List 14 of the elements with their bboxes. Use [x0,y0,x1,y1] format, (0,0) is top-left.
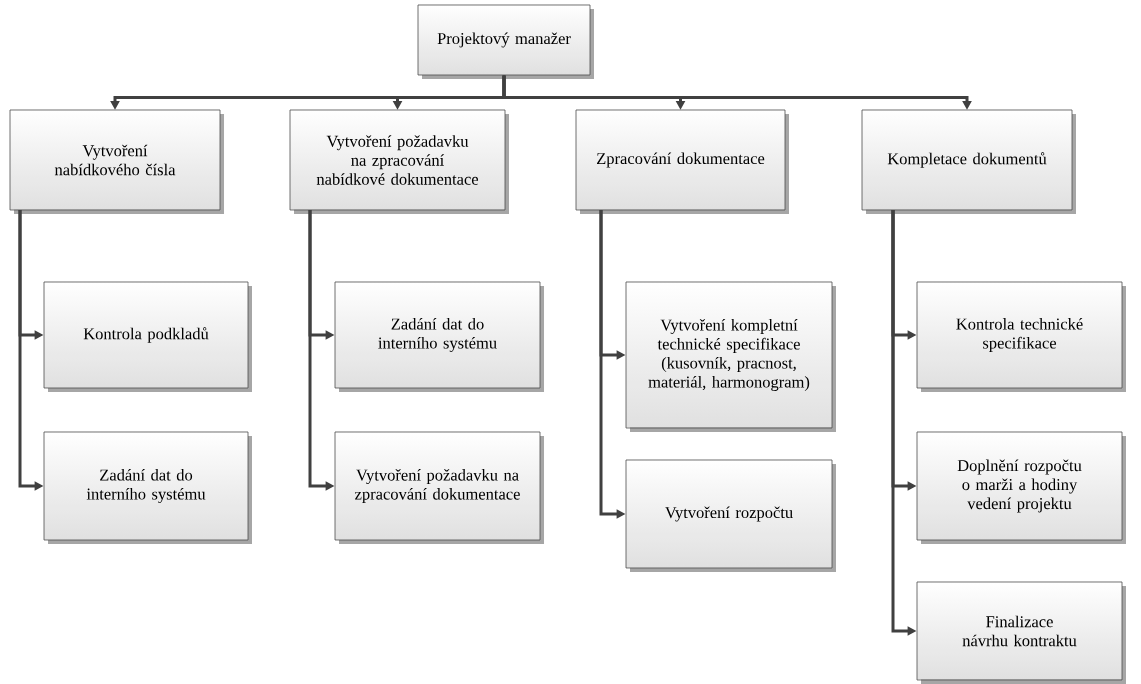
process-box: Zadání dat do interního systému [334,281,544,392]
process-box: Vytvoření požadavku na zpracování dokumentace [334,431,544,544]
process-box: Kontrola technické specifikace [916,281,1126,392]
process-box: Vytvoření nabídkového čísla [9,109,224,214]
process-box: Finalizace návrhu kontraktu [916,581,1126,684]
process-box: Projektový manažer [417,4,594,79]
process-box: Zpracování dokumentace [575,109,789,214]
process-box: Vytvoření kompletní technické specifikace (kusovník, pracnost, materiál, harmonogram) [625,281,836,432]
process-box: Kompletace dokumentů [861,109,1076,214]
process-box: Zadání dat do interního systému [43,431,252,544]
process-box: Doplnění rozpočtu o marži a hodiny vedení projektu [916,431,1126,544]
process-box: Vytvoření požadavku na zpracování nabídkové dokumentace [289,109,509,214]
process-box: Kontrola podkladů [43,281,252,392]
process-box: Vytvoření rozpočtu [625,459,836,572]
